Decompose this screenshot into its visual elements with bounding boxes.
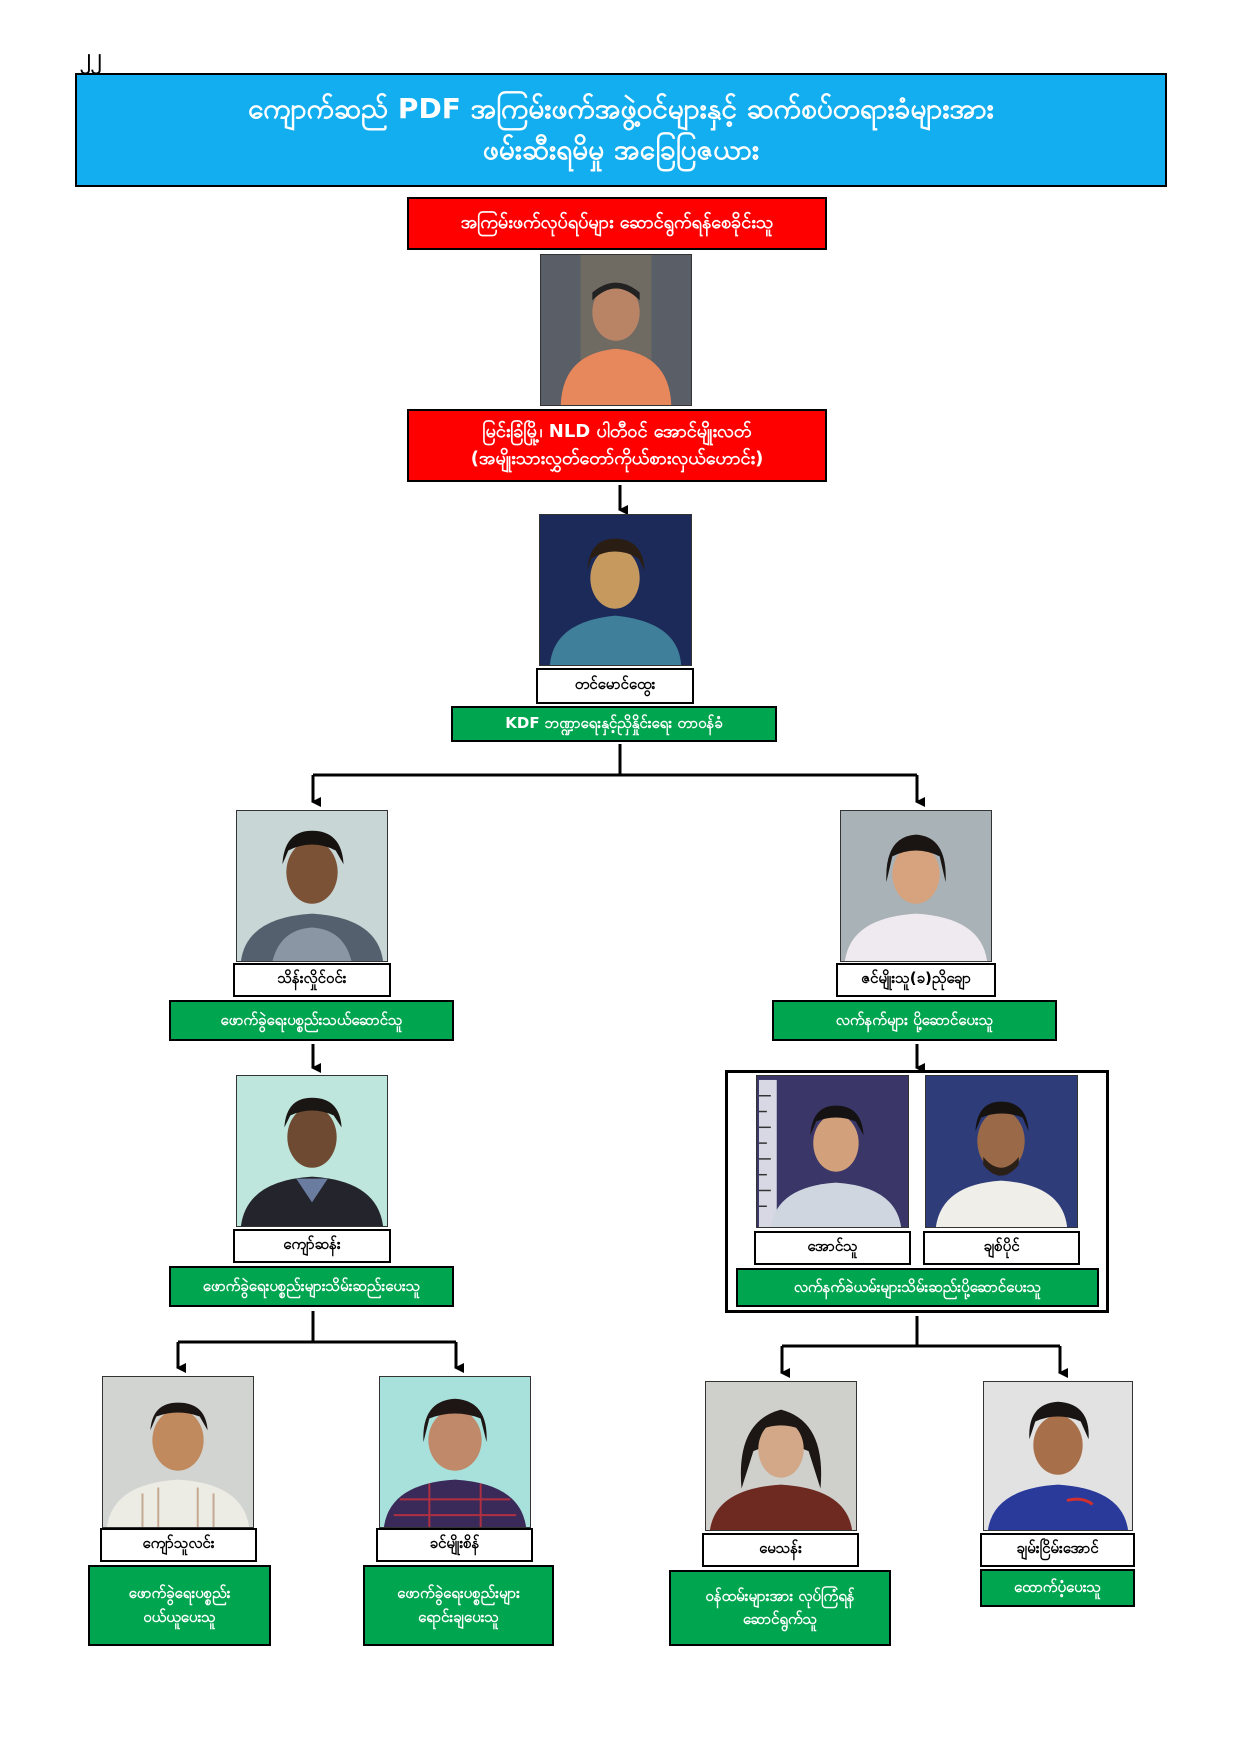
person-role-p8: ဖောက်ခွဲရေးပစ္စည်းများ ရောင်းချပေးသူ [363, 1565, 554, 1646]
person-name-p7: ကျော်သူလင်း [100, 1528, 257, 1562]
page-number: ၂၂ [80, 45, 102, 70]
person-role-p7-line-1: ဖောက်ခွဲရေးပစ္စည်း [128, 1584, 231, 1603]
person-photo-p2 [236, 810, 388, 962]
person-role-p3: လက်နက်များ ပို့ဆောင်ပေးသူ [772, 1000, 1057, 1041]
person-role-p2-line: ဖောက်ခွဲရေးပစ္စည်းသယ်ဆောင်သူ [220, 1010, 403, 1029]
person-role-p1-line: KDF ဘဏ္ဍာရေးနှင့်ညှိနှိုင်းရေး တာဝန်ခံ [505, 714, 723, 733]
person-photo-p4 [236, 1075, 388, 1227]
person-role-p4-line: ဖောက်ခွဲရေးပစ္စည်းများသိမ်းဆည်းပေးသူ [202, 1276, 421, 1295]
top-role-label: အကြမ်းဖက်လုပ်ရပ်များ ဆောင်ရွက်ရန်စေခိုင်… [460, 212, 774, 234]
person-role-p5-p6: လက်နက်ခဲယမ်းများသိမ်းဆည်းပို့ဆောင်ပေးသူ [736, 1268, 1099, 1307]
person-name-p2: သိန်းလှိုင်ဝင်း [233, 963, 391, 997]
group-frame-p5-p6 [725, 1070, 1109, 1313]
leader-line-2: (အမျိုးသားလွှတ်တော်ကိုယ်စားလှယ်ဟောင်း) [470, 447, 764, 469]
person-name-p3: ဇင်မျိုးသူ(ခ)ညိုချော [836, 963, 996, 997]
person-name-p1: တင်မောင်ထွေး [536, 668, 694, 704]
leader-line-1: မြင်းခြံမြို့၊ NLD ပါတီဝင် အောင်မျိုးလတ် [482, 421, 752, 443]
person-role-p5-p6-line: လက်နက်ခဲယမ်းများသိမ်းဆည်းပို့ဆောင်ပေးသူ [793, 1277, 1042, 1296]
person-role-p7-line-2: ဝယ်ယူပေးသူ [143, 1607, 216, 1626]
person-role-p8-line-2: ရောင်းချပေးသူ [418, 1607, 499, 1626]
person-name-p9: မေသန်း [702, 1533, 859, 1567]
person-photo-p3 [840, 810, 992, 962]
page-title: ကျောက်ဆည် PDF အကြမ်းဖက်အဖွဲ့ဝင်များနှင့်… [75, 73, 1167, 187]
title-line-2: ဖမ်းဆီးရမိမှု အခြေပြဇယား [482, 133, 760, 166]
person-role-p9-line-2: ဆောင်ရွက်သူ [742, 1610, 818, 1628]
person-name-p5: အောင်သူ [754, 1231, 911, 1265]
person-role-p4: ဖောက်ခွဲရေးပစ္စည်းများသိမ်းဆည်းပေးသူ [169, 1266, 454, 1307]
person-photo-p6 [925, 1075, 1078, 1228]
person-photo-p5 [756, 1075, 909, 1228]
top-role-box: အကြမ်းဖက်လုပ်ရပ်များ ဆောင်ရွက်ရန်စေခိုင်… [407, 197, 827, 250]
person-role-p9: ဝန်ထမ်းများအား လုပ်ကြံရန် ဆောင်ရွက်သူ [669, 1570, 891, 1646]
person-role-p8-line-1: ဖောက်ခွဲရေးပစ္စည်းများ [397, 1584, 520, 1603]
leader-photo [540, 254, 692, 406]
person-role-p1: KDF ဘဏ္ဍာရေးနှင့်ညှိနှိုင်းရေး တာဝန်ခံ [451, 706, 777, 742]
title-line-1: ကျောက်ဆည် PDF အကြမ်းဖက်အဖွဲ့ဝင်များနှင့်… [248, 92, 994, 126]
person-photo-p8 [379, 1376, 531, 1528]
person-name-p10: ချမ်းငြိမ်းအောင် [980, 1533, 1135, 1567]
person-role-p2: ဖောက်ခွဲရေးပစ္စည်းသယ်ဆောင်သူ [169, 1000, 454, 1041]
person-role-p10-line: ထောက်ပံ့ပေးသူ [1013, 1578, 1102, 1597]
person-name-p8: ခင်မျိုးစိန် [376, 1528, 533, 1562]
leader-box: မြင်းခြံမြို့၊ NLD ပါတီဝင် အောင်မျိုးလတ်… [407, 409, 827, 482]
person-role-p10: ထောက်ပံ့ပေးသူ [980, 1569, 1135, 1607]
person-photo-p1 [539, 514, 692, 666]
person-role-p7: ဖောက်ခွဲရေးပစ္စည်း ဝယ်ယူပေးသူ [88, 1565, 271, 1646]
person-photo-p9 [705, 1381, 857, 1531]
person-photo-p10 [983, 1381, 1133, 1531]
person-photo-p7 [102, 1376, 254, 1528]
person-name-p6: ချစ်ပိုင် [923, 1231, 1080, 1265]
person-name-p4: ကျော်ဆန်း [233, 1229, 391, 1263]
person-role-p3-line: လက်နက်များ ပို့ဆောင်ပေးသူ [835, 1010, 994, 1029]
person-role-p9-line-1: ဝန်ထမ်းများအား လုပ်ကြံရန် [705, 1586, 855, 1605]
